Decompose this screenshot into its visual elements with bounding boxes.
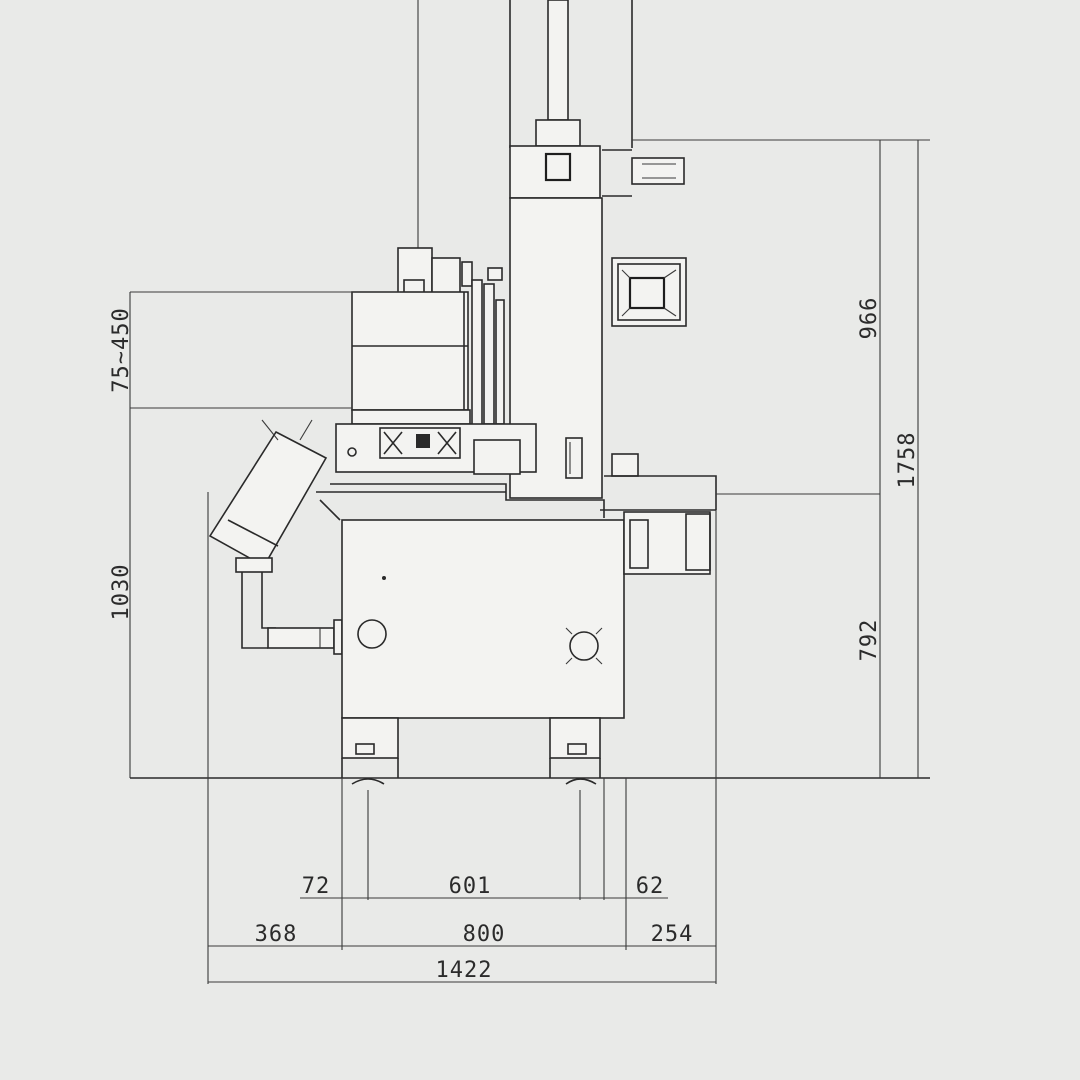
dim-right-overhang: 254	[651, 922, 694, 947]
dim-table-travel: 75~450	[109, 307, 134, 392]
guide-rails	[471, 279, 505, 433]
dim-lower-height: 792	[857, 619, 882, 662]
piping	[241, 572, 343, 655]
dim-base-left-offset: 72	[302, 874, 331, 899]
dim-upper-height: 966	[857, 297, 882, 340]
pump-motor	[623, 511, 711, 575]
work-table	[335, 409, 583, 479]
base-top	[316, 453, 717, 521]
dim-base-right-offset: 62	[636, 874, 665, 899]
dimension-lines	[129, 139, 930, 984]
machine-outline	[208, 0, 717, 785]
dim-left-overhang: 368	[255, 922, 298, 947]
base-cabinet	[341, 519, 625, 719]
tilted-tank	[208, 419, 328, 573]
machine-feet	[341, 717, 601, 785]
upper-motor	[631, 157, 685, 185]
dim-total-height: 1758	[895, 432, 920, 489]
dim-base-span: 601	[449, 874, 492, 899]
dim-left-height: 1030	[109, 564, 134, 621]
spindle-head	[351, 247, 503, 411]
dim-body-width: 800	[463, 922, 506, 947]
control-panel	[611, 257, 687, 327]
dim-overall-width: 1422	[436, 958, 493, 983]
